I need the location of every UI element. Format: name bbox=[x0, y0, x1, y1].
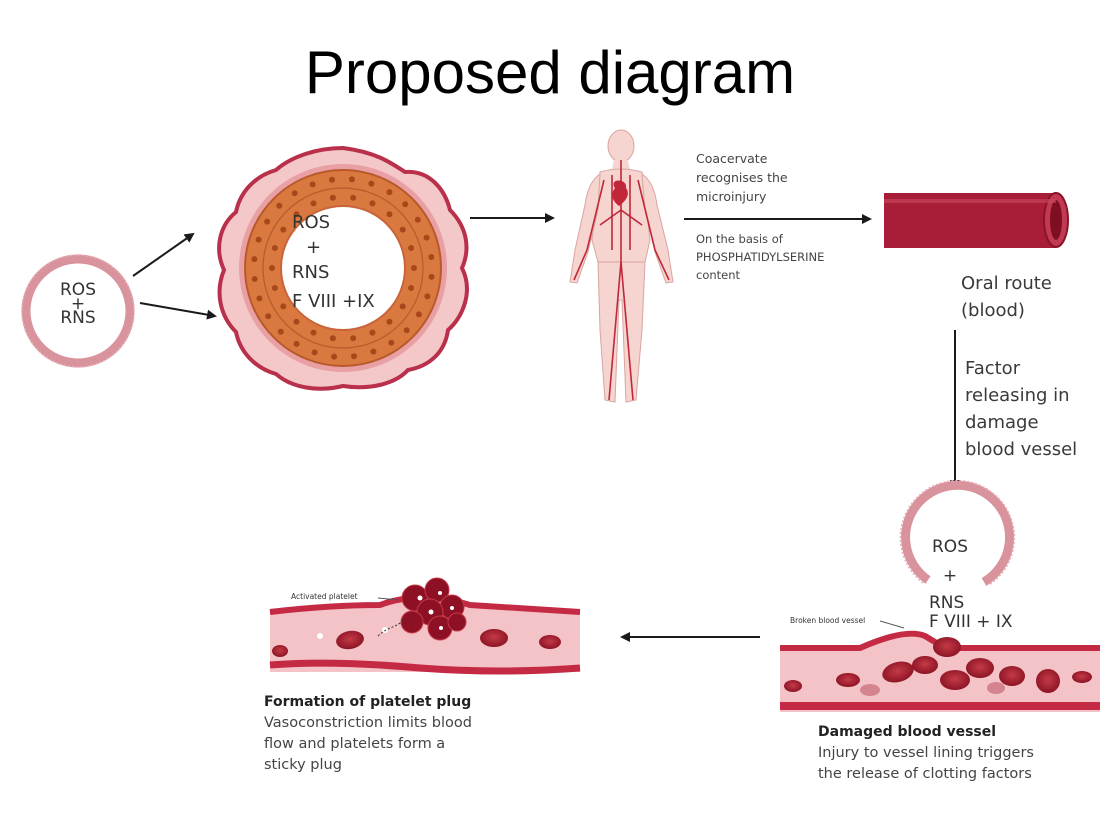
cell-nucleus bbox=[386, 318, 393, 325]
cell-nucleus bbox=[369, 200, 376, 207]
arrow-upper bbox=[132, 232, 195, 277]
basis-note: On the basis of PHOSPHATIDYLSERINE conte… bbox=[696, 232, 825, 282]
cell-nucleus bbox=[255, 236, 262, 243]
cell-nucleus bbox=[399, 303, 406, 310]
page-title: Proposed diagram bbox=[304, 39, 796, 106]
cell-nucleus bbox=[251, 276, 258, 282]
arrow-lower bbox=[139, 302, 217, 320]
human-body-figure bbox=[569, 129, 674, 403]
cell-nucleus bbox=[280, 303, 287, 310]
damaged-vessel-caption: Damaged blood vessel Injury to vessel li… bbox=[818, 724, 1034, 782]
cell-nucleus bbox=[408, 285, 415, 291]
right-vesicle-top-label: ROS + bbox=[932, 537, 968, 586]
cell-nucleus bbox=[311, 349, 318, 356]
cell-nucleus bbox=[310, 329, 317, 336]
activated-platelet-tag: Activated platelet bbox=[291, 592, 358, 601]
cell-nucleus bbox=[329, 335, 336, 342]
route-label: Oral route (blood) bbox=[961, 273, 1052, 321]
cell-nucleus bbox=[423, 234, 430, 241]
cell-nucleus bbox=[310, 200, 317, 207]
cell-nucleus bbox=[271, 245, 278, 251]
cell-nucleus bbox=[280, 226, 287, 233]
blood-vessel-tube bbox=[884, 192, 1069, 248]
cell-nucleus bbox=[293, 340, 300, 347]
cell-nucleus bbox=[291, 190, 298, 197]
cell-nucleus bbox=[428, 254, 435, 260]
cell-nucleus bbox=[309, 181, 316, 188]
cell-nucleus bbox=[368, 180, 375, 187]
cell-nucleus bbox=[370, 348, 377, 355]
cell-nucleus bbox=[411, 265, 417, 271]
cell-nucleus bbox=[293, 211, 300, 218]
cell-nucleus bbox=[348, 176, 355, 183]
cell-nucleus bbox=[256, 295, 263, 302]
left-vesicle-label: ROS + RNS bbox=[60, 280, 96, 328]
cell-nucleus bbox=[329, 176, 335, 183]
left-vesicle bbox=[21, 254, 135, 368]
cell-nucleus bbox=[271, 285, 278, 291]
cell-nucleus bbox=[414, 216, 421, 223]
cell-nucleus bbox=[388, 339, 395, 346]
broken-vessel-tag: Broken blood vessel bbox=[790, 616, 866, 625]
cell-nucleus bbox=[350, 335, 357, 342]
cell-nucleus bbox=[428, 273, 435, 280]
cell-nucleus bbox=[329, 194, 336, 201]
vessel-cross-section bbox=[217, 145, 469, 391]
cell-nucleus bbox=[293, 318, 300, 325]
platelet-plug-vessel bbox=[269, 577, 581, 675]
cell-nucleus bbox=[403, 327, 410, 334]
cell-nucleus bbox=[269, 265, 275, 271]
cell-nucleus bbox=[415, 311, 422, 318]
cell-nucleus bbox=[350, 194, 357, 201]
cell-nucleus bbox=[386, 189, 393, 196]
cell-nucleus bbox=[277, 328, 284, 335]
cell-nucleus bbox=[424, 293, 431, 300]
cell-nucleus bbox=[276, 202, 283, 209]
cell-nucleus bbox=[402, 201, 409, 208]
cell-nucleus bbox=[264, 218, 271, 225]
cross-section-label: ROS + RNS F VIII +IX bbox=[292, 212, 375, 312]
cell-nucleus bbox=[369, 329, 376, 336]
cell-nucleus bbox=[265, 313, 272, 320]
factor-release-label: Factor releasing in damage blood vessel bbox=[965, 358, 1078, 460]
coacervate-note: Coacervate recognises the microinjury bbox=[696, 151, 788, 204]
cell-nucleus bbox=[408, 245, 415, 251]
cell-nucleus bbox=[251, 256, 258, 263]
platelet-plug-caption: Formation of platelet plug Vasoconstrict… bbox=[264, 694, 472, 773]
cell-nucleus bbox=[386, 211, 393, 218]
cell-nucleus bbox=[331, 353, 338, 360]
damaged-blood-vessel bbox=[780, 620, 1100, 712]
right-vesicle bbox=[899, 479, 1016, 586]
right-vesicle-bottom-label: RNS F VIII + IX bbox=[929, 593, 1013, 632]
cell-nucleus bbox=[351, 353, 357, 360]
cell-nucleus bbox=[399, 226, 406, 233]
